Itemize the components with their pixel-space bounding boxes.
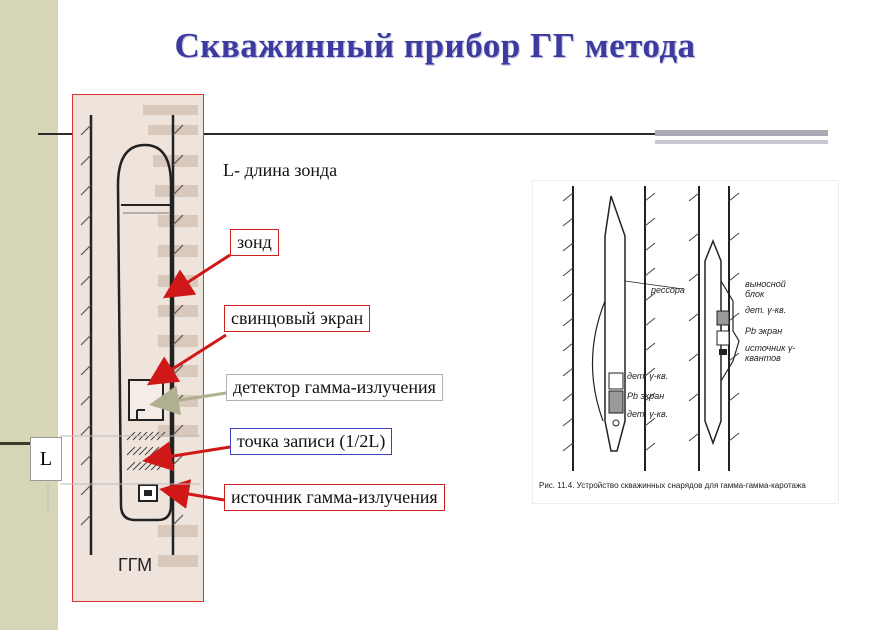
label-detector: детектор гамма-излучения [226,374,443,401]
figure-callout-remote-block: выносной блок [745,279,786,299]
label-record-point: точка записи (1/2L) [230,428,393,455]
figure-callout-pb-screen-right: Pb экран [745,326,783,336]
figure-callout-detector-right: дет. γ-кв. [745,305,787,315]
figure-callout-detector-left: дет. γ-кв. [627,371,669,381]
figure-callout-detector-left-2: дет. γ-кв. [627,409,669,419]
textbook-figure-drawing [562,186,740,471]
figure-caption: Рис. 11.4. Устройство скважинных снарядо… [539,481,806,490]
figure-callout-source-right: источник γ-квантов [745,343,796,363]
left-rule [0,442,58,445]
left-sidebar-band [0,0,58,630]
label-probe: зонд [230,229,279,256]
probe-photo: ГГМ [72,94,204,602]
title-divider [38,133,828,135]
divider-accent-secondary [655,140,828,144]
figure-callout-pb-screen-left: Pb экран [627,391,665,401]
textbook-figure: рессора выносной блок дет. γ-кв. Pb экра… [532,180,839,504]
slide-title: Скважинный прибор ГГ метода [174,26,696,65]
divider-accent [655,130,828,136]
probe-photo-caption: ГГМ [118,555,153,575]
figure-callout-spring: рессора [651,285,685,295]
label-lead-screen: свинцовый экран [224,305,371,332]
probe-drawing [80,105,198,567]
label-source: источник гамма-излучения [224,484,445,511]
length-symbol-box: L [30,437,62,481]
label-probe-length: L- длина зонда [223,160,338,180]
